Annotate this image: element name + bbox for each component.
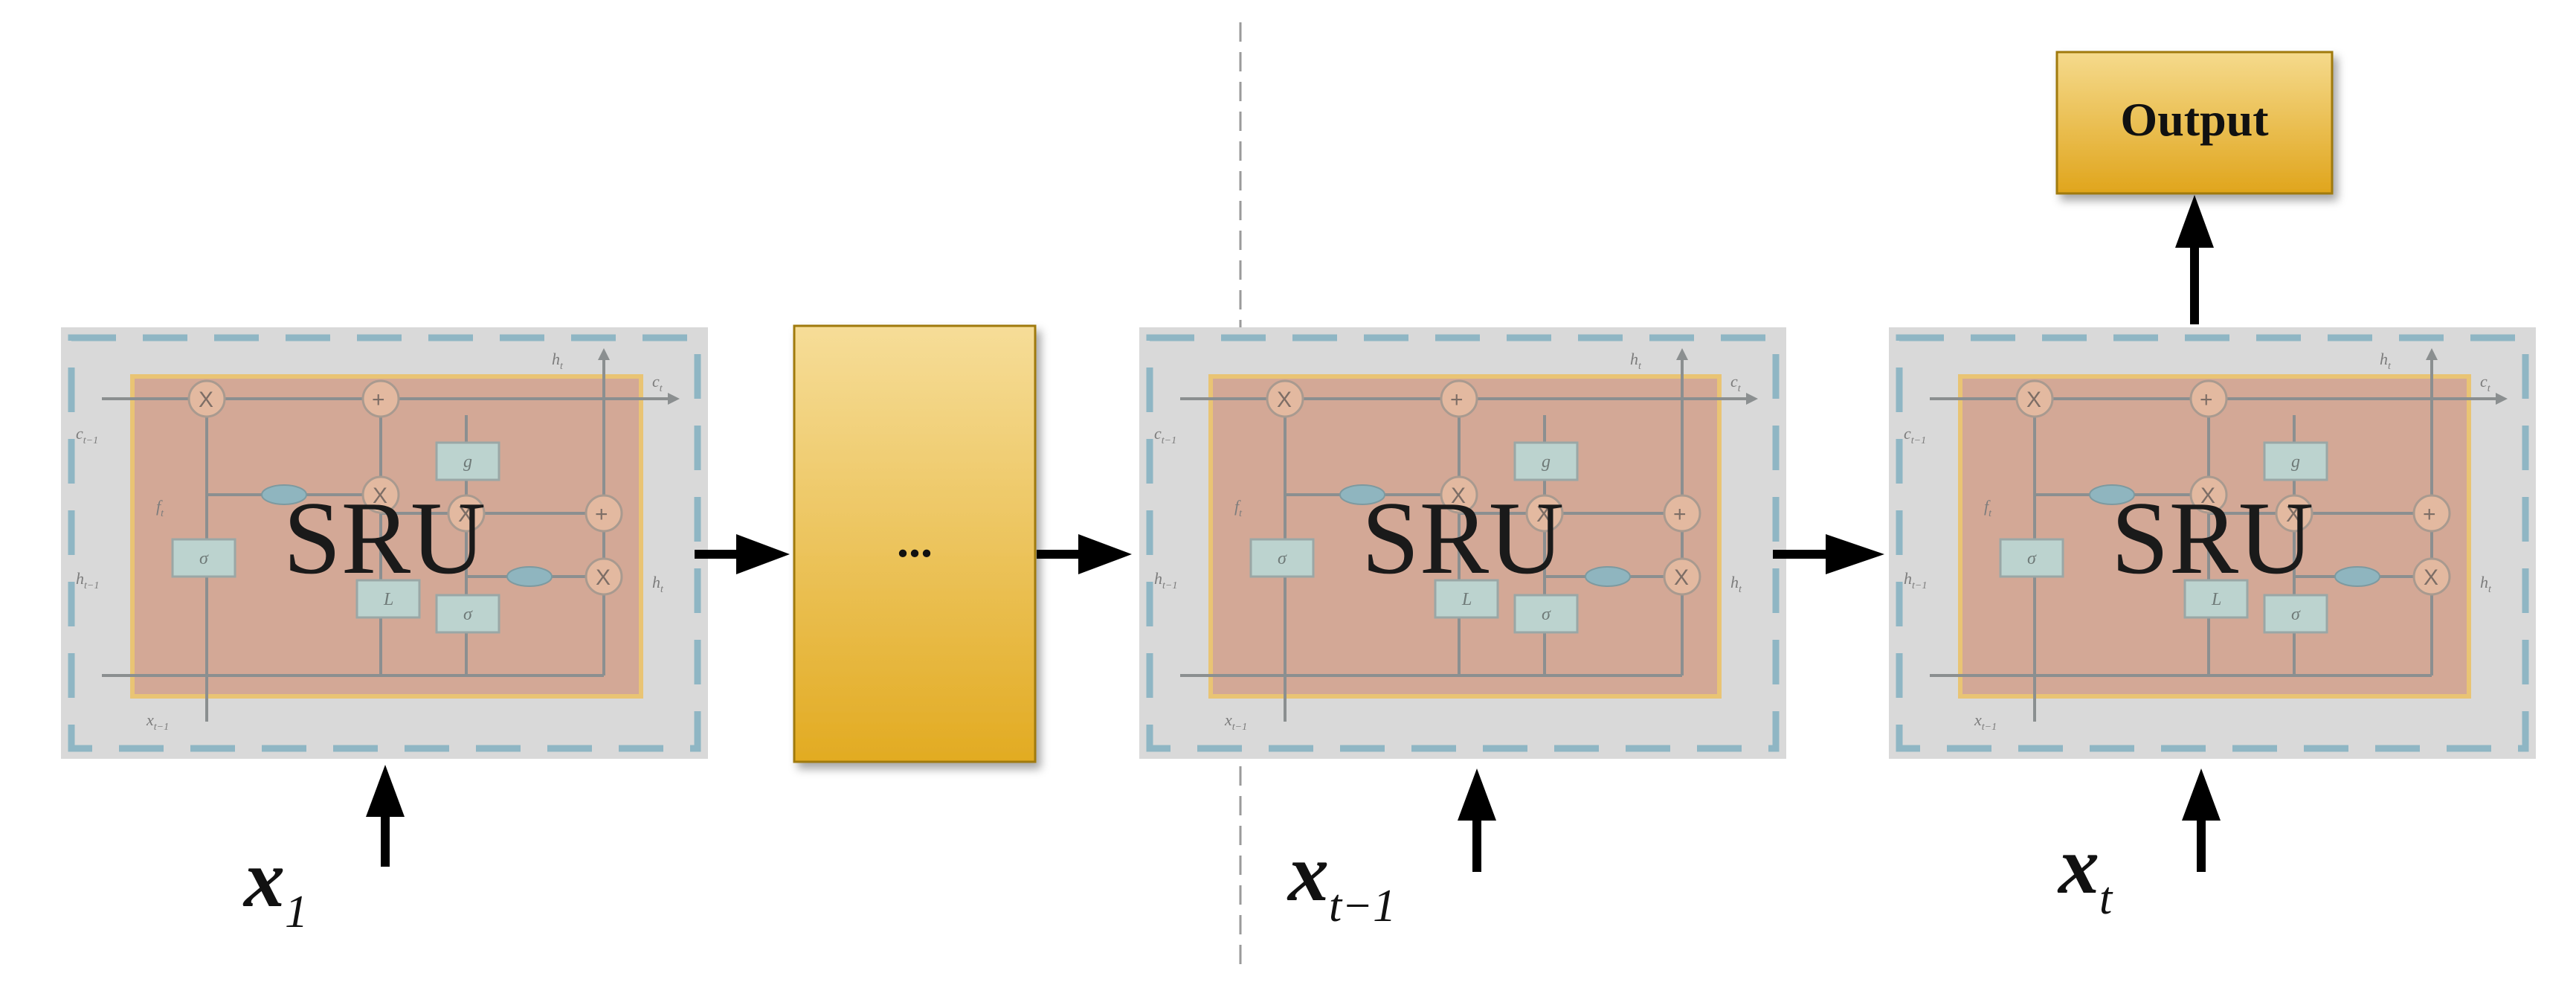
sru-block-1: SRU [61,327,708,759]
output-block: Output [2055,51,2334,195]
ellipsis-block: ... [793,324,1037,763]
sru-block-3: SRU [1889,327,2536,759]
input-arrow-3 [2182,768,2221,872]
input-label-1-main: x [242,833,285,924]
input-label-3: xt [2057,820,2113,924]
input-label-3-main: x [2057,820,2099,911]
input-arrow-2 [1458,768,1496,872]
input-label-2-sub: t−1 [1329,881,1396,931]
output-arrow [2175,195,2214,324]
input-label-1: x1 [242,833,308,937]
input-label-3-sub: t [2099,873,2113,924]
sru-block-2: SRU [1139,327,1786,759]
sru-block-1-label: SRU [283,481,486,596]
arrow-sru1-to-ellipsis [695,534,790,574]
arrow-sru2-to-sru3 [1773,534,1884,574]
sru-block-2-label: SRU [1362,481,1564,596]
output-label: Output [2120,93,2269,146]
input-arrow-1 [366,765,405,867]
arrow-ellipsis-to-sru2 [1037,534,1132,574]
input-label-2: xt−1 [1287,827,1396,931]
sru-block-3-label: SRU [2111,481,2313,596]
input-label-2-main: x [1287,827,1329,918]
ellipsis-label: ... [897,514,933,567]
input-label-1-sub: 1 [285,887,308,937]
